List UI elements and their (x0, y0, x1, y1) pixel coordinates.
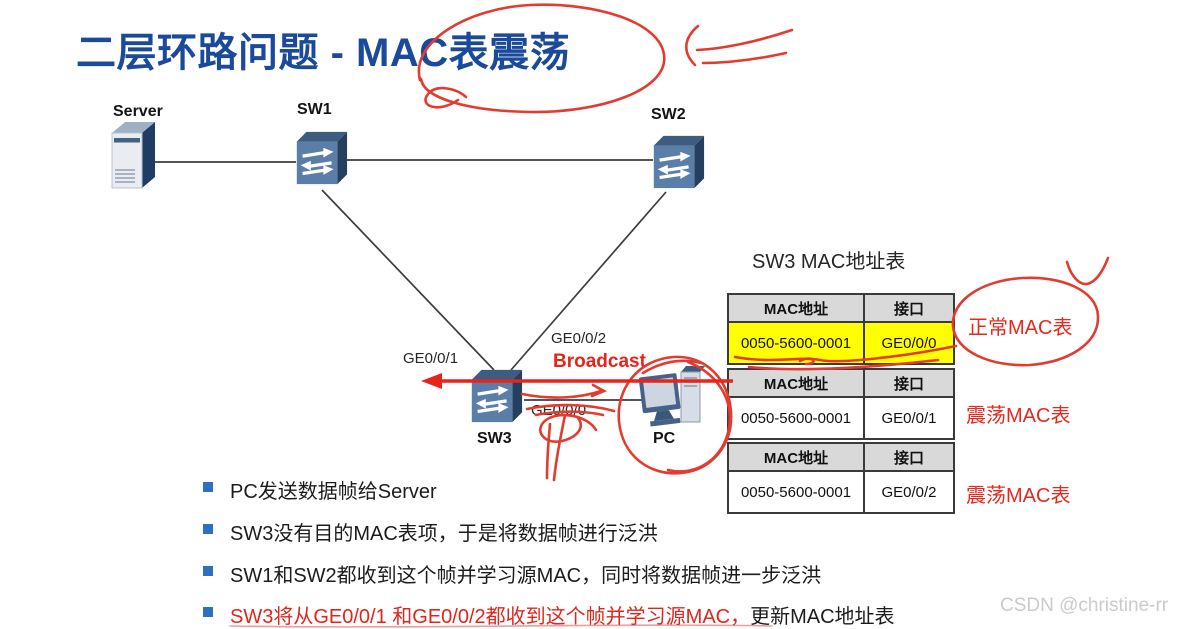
server-icon (111, 122, 155, 189)
bullet-square-icon (203, 482, 213, 492)
switch-icon-sw3 (471, 369, 523, 423)
mac-cell: 0050-5600-0001 (727, 470, 865, 514)
mac-section-title: SW3 MAC地址表 (752, 251, 906, 273)
title-arrow-annotation (701, 51, 788, 65)
bullet-text: PC发送数据帧给Server (230, 481, 437, 503)
mac-cell: 0050-5600-0001 (727, 321, 865, 365)
sw1-label: SW1 (297, 101, 332, 118)
mac-table-flap-2: MAC地址 接口 0050-5600-0001 GE0/0/2 (727, 442, 955, 514)
link-sw1-sw3 (321, 189, 495, 371)
port-col-header: 接口 (863, 368, 955, 398)
port-cell: GE0/0/0 (863, 321, 955, 365)
sw3-label: SW3 (477, 430, 512, 447)
bullet-item-4: SW3将从GE0/0/1 和GE0/0/2都收到这个帧并学习源MAC，更新MAC… (203, 600, 895, 629)
bullet-item-1: PC发送数据帧给Server (203, 475, 437, 504)
watermark: CSDN @christine-rr (1000, 595, 1169, 616)
mac-col-header: MAC地址 (727, 293, 865, 323)
bullet-item-2: SW3没有目的MAC表项，于是将数据帧进行泛洪 (203, 517, 658, 546)
ge000-scribble (552, 413, 567, 482)
port-label-ge000: GE0/0/0 (531, 402, 587, 419)
port-label-ge001: GE0/0/1 (403, 350, 459, 367)
ge000-scribble (545, 422, 552, 480)
note-flap-mac-table-1: 震荡MAC表 (966, 405, 1071, 427)
port-cell: GE0/0/2 (863, 470, 955, 514)
title-arrow-annotation (685, 24, 700, 67)
title-arrow-annotation (695, 28, 794, 52)
note-normal-mac-table: 正常MAC表 (968, 317, 1073, 339)
bullet-text: SW3没有目的MAC表项，于是将数据帧进行泛洪 (230, 523, 658, 545)
bullet-square-icon (203, 524, 213, 534)
broadcast-label: Broadcast (553, 351, 646, 372)
mac-table-flap-1: MAC地址 接口 0050-5600-0001 GE0/0/1 (727, 368, 955, 440)
switch-icon-sw1 (296, 131, 348, 185)
mac-table-normal: MAC地址 接口 0050-5600-0001 GE0/0/0 (727, 293, 955, 365)
mac-col-header: MAC地址 (727, 442, 865, 472)
link-squiggle (590, 383, 608, 398)
pc-label: PC (653, 430, 676, 447)
checkmark-annotation (1065, 256, 1110, 286)
bullet-square-icon (203, 607, 213, 617)
port-label-ge002: GE0/0/2 (551, 330, 607, 347)
mac-cell: 0050-5600-0001 (727, 396, 865, 440)
switch-icon-sw2 (653, 135, 705, 189)
bullet-square-icon (203, 566, 213, 576)
bullet-text-black: 更新MAC地址表 (750, 606, 895, 628)
page-title: 二层环路问题 - MAC表震荡 (76, 31, 571, 75)
server-label: Server (113, 103, 163, 120)
note-flap-mac-table-2: 震荡MAC表 (966, 485, 1071, 507)
bullet-text: SW1和SW2都收到这个帧并学习源MAC，同时将数据帧进一步泛洪 (230, 565, 822, 587)
port-cell: GE0/0/1 (863, 396, 955, 440)
sw2-label: SW2 (651, 106, 686, 123)
port-col-header: 接口 (863, 293, 955, 323)
bullet-text-red: SW3将从GE0/0/1 和GE0/0/2都收到这个帧并学习源MAC， (230, 606, 751, 628)
bullet-item-3: SW1和SW2都收到这个帧并学习源MAC，同时将数据帧进一步泛洪 (203, 559, 821, 588)
link-squiggle (520, 389, 603, 399)
pc-icon (638, 366, 705, 427)
port-col-header: 接口 (863, 442, 955, 472)
mac-col-header: MAC地址 (727, 368, 865, 398)
ge000-scribble (539, 413, 598, 443)
title-circle-loop (424, 86, 468, 109)
